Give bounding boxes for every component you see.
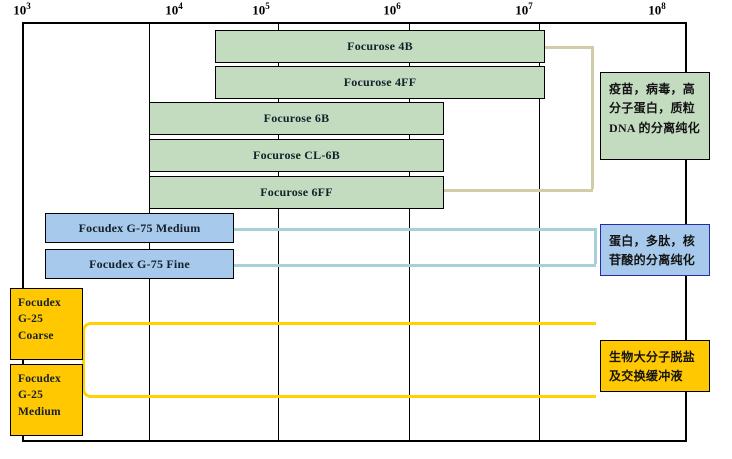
bar-focudex-g25-coarse[interactable]: Focudex G-25 Coarse (10, 288, 83, 360)
annotation-line: 苷酸的分离纯化 (609, 253, 696, 268)
annotation-line: DNA 的分离纯化 (609, 120, 701, 135)
green-connector-top (543, 46, 593, 49)
annotation-line: 及交换缓冲液 (609, 369, 683, 384)
bar-focurose-4b[interactable]: Focurose 4B (215, 30, 545, 63)
bar-label: Focurose 6FF (260, 185, 333, 199)
bar-focurose-cl-6b[interactable]: Focurose CL-6B (149, 139, 444, 172)
bar-label: Focudex G-75 Medium (78, 220, 201, 235)
bar-focudex-g75-medium[interactable]: Focudex G-75 Medium (45, 213, 234, 243)
bar-focurose-6ff[interactable]: Focurose 6FF (149, 176, 444, 209)
bar-label-line: Focudex (18, 297, 61, 309)
xtick-label: 103 (13, 1, 31, 18)
bar-label-line: Focudex (18, 373, 61, 385)
xtick-label: 105 (252, 1, 270, 18)
annotation-line: 蛋白，多肽，核 (609, 234, 696, 248)
bar-label-line: G-25 (18, 389, 44, 402)
xtick-label: 107 (515, 1, 533, 18)
bar-focurose-4ff[interactable]: Focurose 4FF (215, 66, 545, 99)
annotation-line: 分子蛋白，质粒 (609, 101, 696, 116)
blue-connector-top (232, 228, 596, 231)
xtick-label: 106 (383, 1, 401, 18)
blue-connector-bottom (232, 264, 596, 267)
blue-connector-vertical (594, 228, 597, 264)
bar-label: Focurose CL-6B (253, 148, 340, 162)
gridline-1e5 (278, 22, 279, 442)
bar-label: Focudex G-75 Fine (89, 256, 190, 271)
annotation-line: 生物大分子脱盐 (609, 350, 696, 364)
gridline-1e6 (409, 22, 410, 442)
gridline-1e7 (539, 22, 540, 442)
annotation-gold: 生物大分子脱盐 及交换缓冲液 (600, 340, 710, 392)
xtick-label: 104 (165, 1, 183, 18)
bar-label: Focurose 4FF (343, 75, 417, 89)
bar-focudex-g25-medium[interactable]: Focudex G-25 Medium (10, 364, 83, 436)
bar-focudex-g75-fine[interactable]: Focudex G-75 Fine (45, 249, 234, 279)
annotation-blue: 蛋白，多肽，核 苷酸的分离纯化 (600, 224, 710, 276)
bar-label-line: Medium (18, 405, 61, 418)
bar-label-line: G-25 (18, 313, 44, 326)
annotation-line: 疫苗，病毒，高 (609, 82, 696, 96)
bar-focurose-6b[interactable]: Focurose 6B (149, 102, 444, 135)
xtick-label: 108 (648, 1, 666, 18)
green-connector-vertical (591, 46, 594, 189)
annotation-green: 疫苗，病毒，高 分子蛋白，质粒 DNA 的分离纯化 (600, 72, 710, 160)
green-connector-bottom (442, 189, 593, 192)
bar-label-line: Coarse (18, 329, 54, 342)
gold-connector-bracket (82, 322, 596, 398)
bar-label: Focurose 6B (263, 111, 330, 125)
bar-label: Focurose 4B (347, 39, 413, 53)
